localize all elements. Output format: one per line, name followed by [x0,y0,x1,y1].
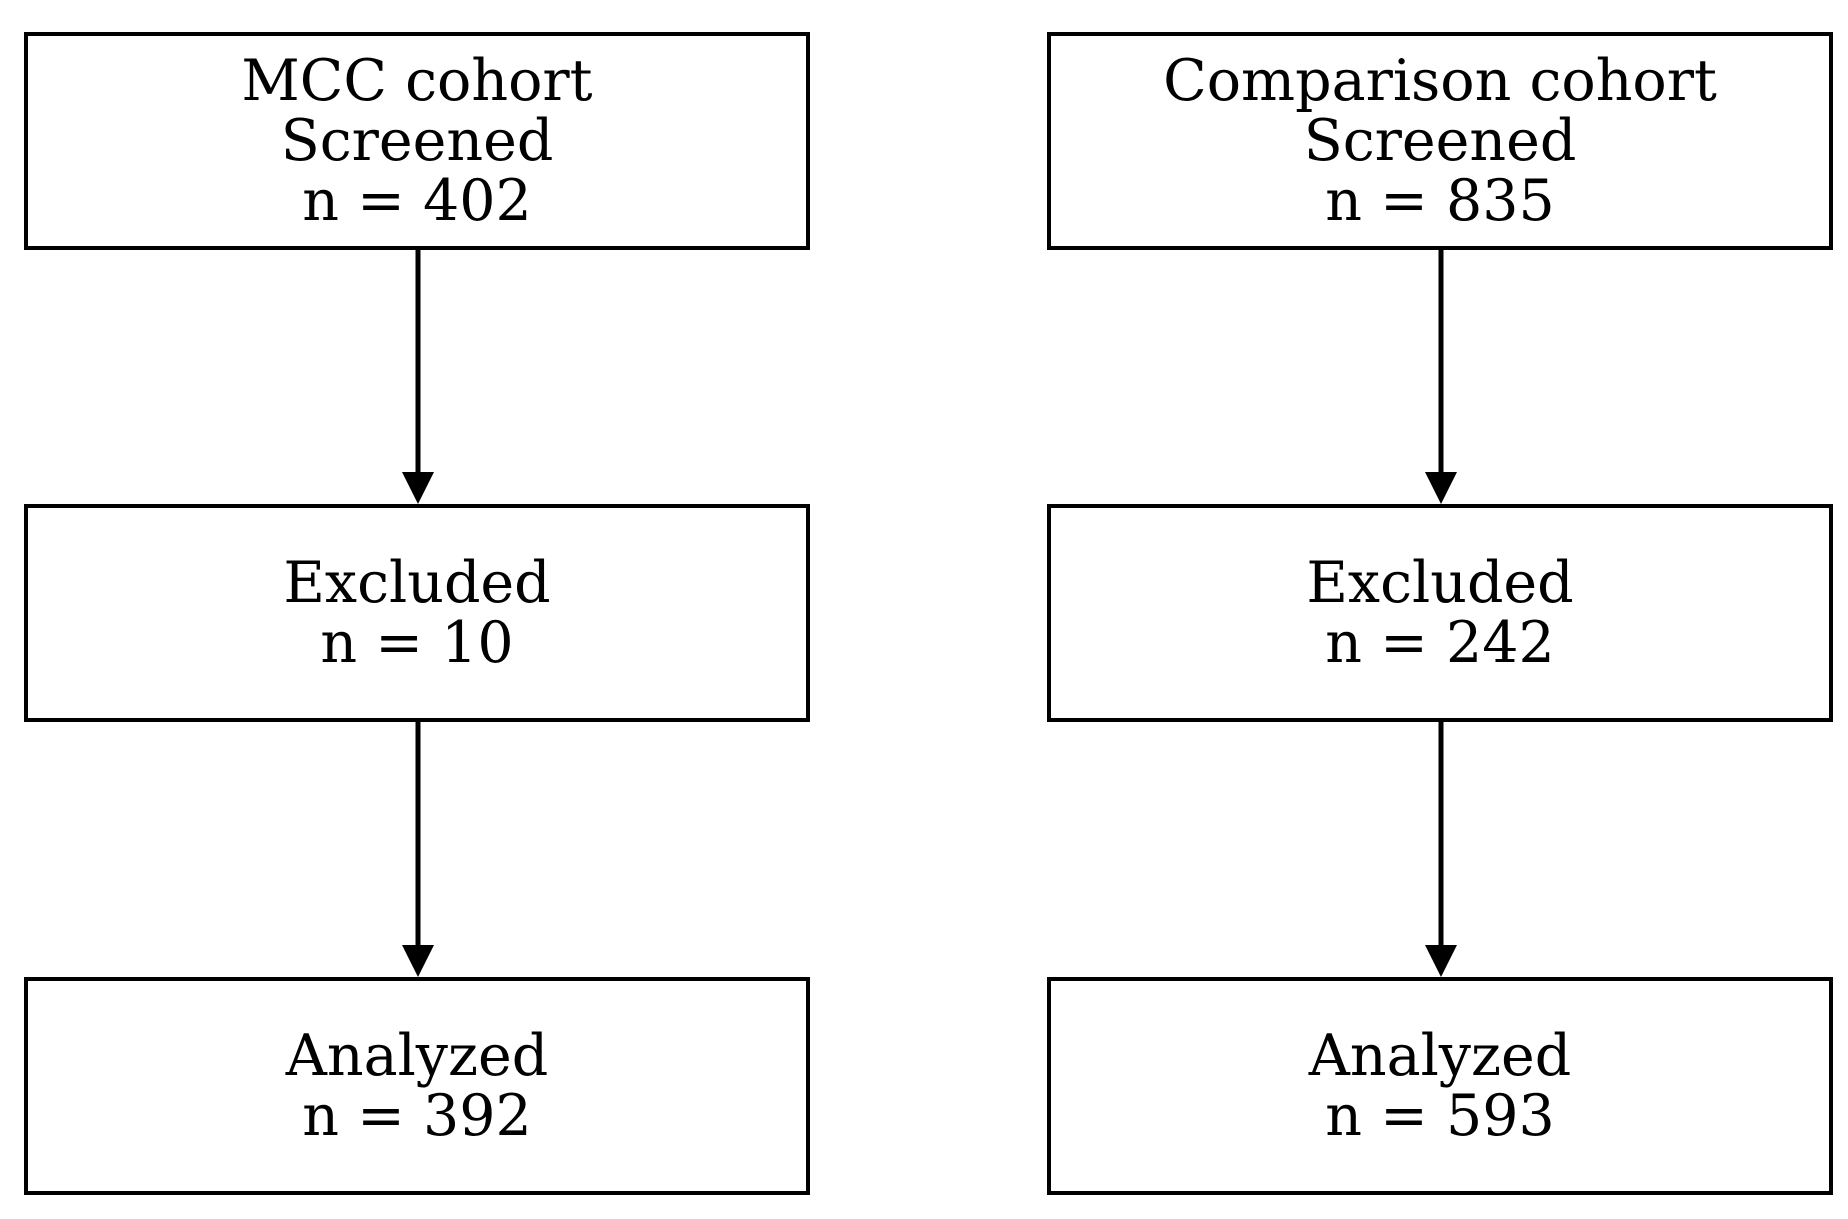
mcc-analyzed-label: Analyzed [285,1023,549,1089]
comparison-analyzed-count: n = 593 [1325,1083,1555,1149]
mcc-excluded-box: Excluded n = 10 [24,504,810,722]
comparison-analyzed-box: Analyzed n = 593 [1047,977,1833,1195]
comparison-excluded-label: Excluded [1306,550,1574,616]
mcc-cohort-label: MCC cohort [241,48,593,114]
mcc-excluded-label: Excluded [283,550,551,616]
arrowhead-right-2 [1425,945,1457,977]
mcc-screened-count: n = 402 [302,168,532,234]
comparison-screened-label: Screened [1303,108,1577,174]
mcc-analyzed-box: Analyzed n = 392 [24,977,810,1195]
mcc-screened-box: MCC cohort Screened n = 402 [24,32,810,250]
arrowhead-right-1 [1425,472,1457,504]
comparison-screened-box: Comparison cohort Screened n = 835 [1047,32,1833,250]
comparison-analyzed-label: Analyzed [1308,1023,1572,1089]
arrowhead-left-2 [402,945,434,977]
comparison-cohort-label: Comparison cohort [1163,48,1717,114]
mcc-screened-label: Screened [280,108,554,174]
mcc-excluded-count: n = 10 [320,610,514,676]
comparison-excluded-box: Excluded n = 242 [1047,504,1833,722]
mcc-analyzed-count: n = 392 [302,1083,532,1149]
arrowhead-left-1 [402,472,434,504]
comparison-screened-count: n = 835 [1325,168,1555,234]
comparison-excluded-count: n = 242 [1325,610,1555,676]
